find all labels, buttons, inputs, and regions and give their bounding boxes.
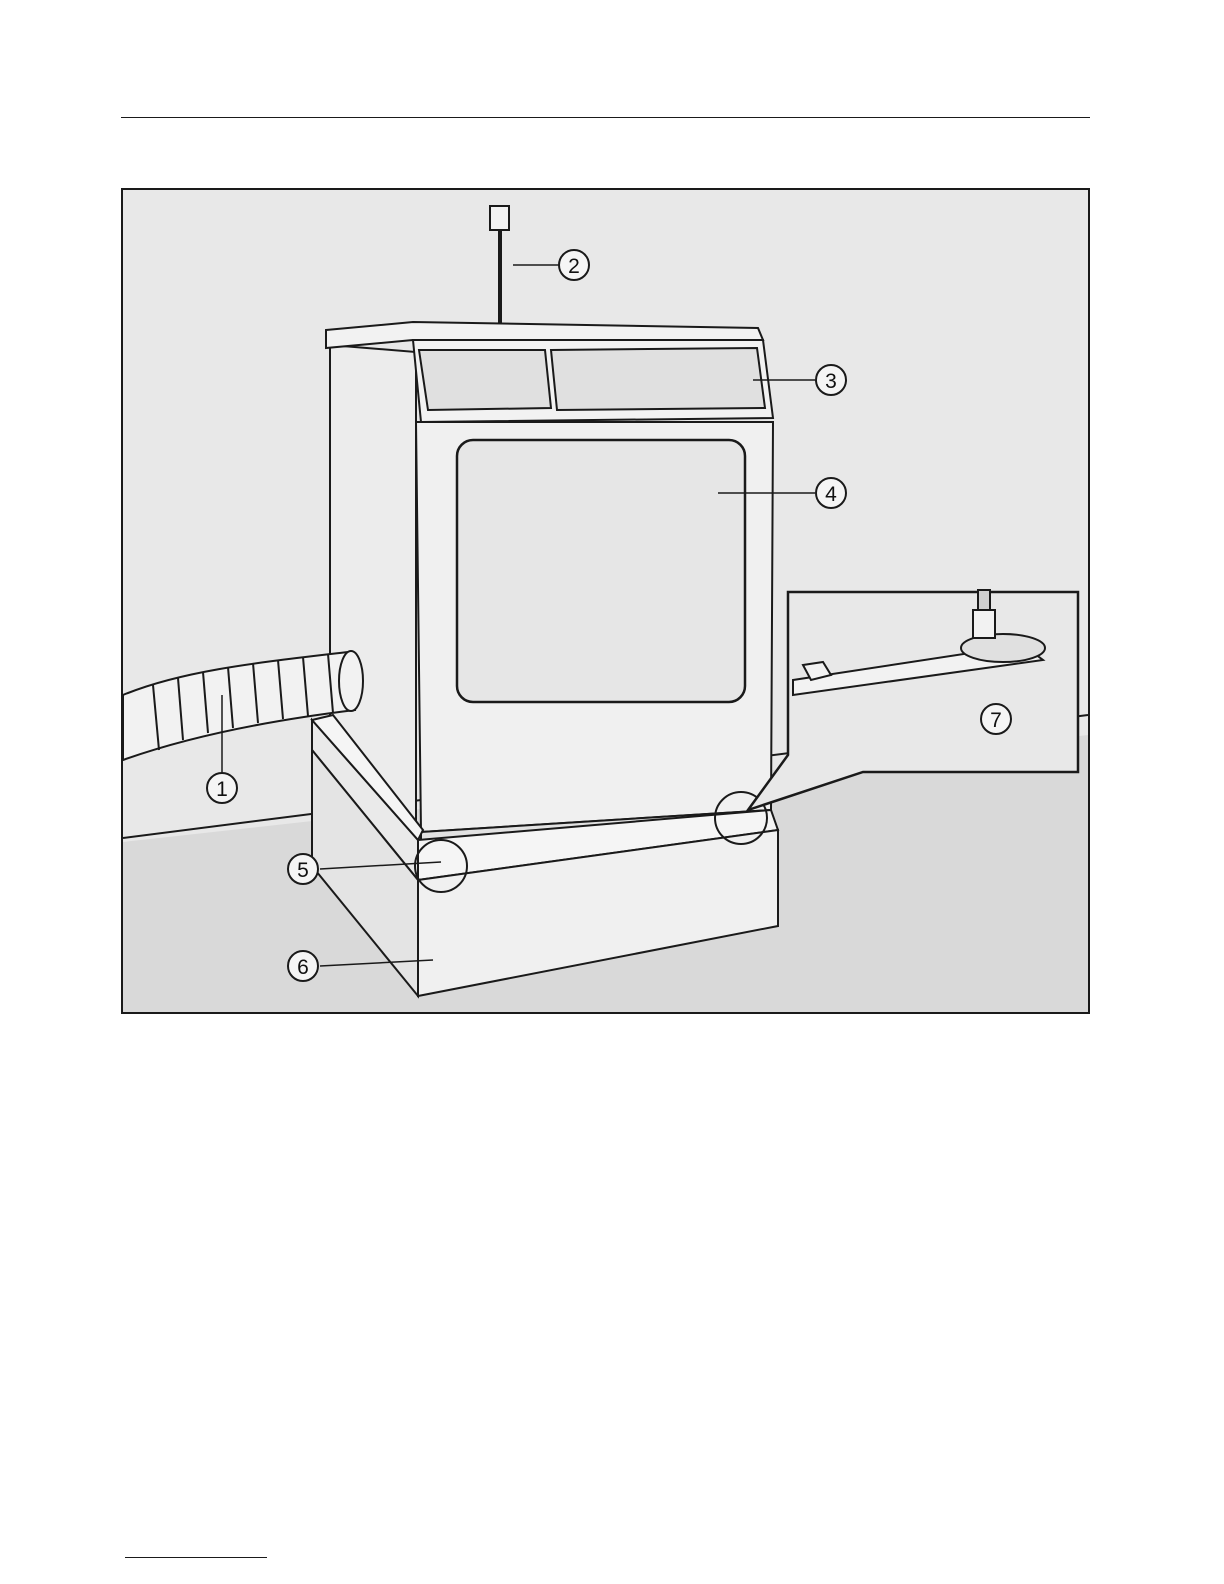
callout-3: 3 bbox=[816, 365, 846, 395]
svg-text:7: 7 bbox=[990, 709, 1002, 732]
svg-text:1: 1 bbox=[216, 778, 228, 801]
callout-6: 6 bbox=[288, 951, 318, 981]
callout-2: 2 bbox=[559, 250, 589, 280]
svg-text:5: 5 bbox=[297, 859, 309, 882]
svg-text:2: 2 bbox=[568, 255, 580, 278]
callout-7: 7 bbox=[981, 704, 1011, 734]
cable bbox=[490, 206, 509, 325]
control-panel bbox=[413, 340, 773, 422]
svg-text:3: 3 bbox=[825, 370, 837, 393]
svg-text:4: 4 bbox=[825, 483, 837, 506]
door bbox=[457, 440, 745, 702]
callout-5: 5 bbox=[288, 854, 318, 884]
footer-rule bbox=[125, 1557, 267, 1558]
callout-1: 1 bbox=[207, 773, 237, 803]
installation-illustration: 1 2 3 4 5 6 7 bbox=[121, 188, 1090, 1014]
svg-text:6: 6 bbox=[297, 956, 309, 979]
header-rule bbox=[121, 117, 1090, 118]
callout-4: 4 bbox=[816, 478, 846, 508]
